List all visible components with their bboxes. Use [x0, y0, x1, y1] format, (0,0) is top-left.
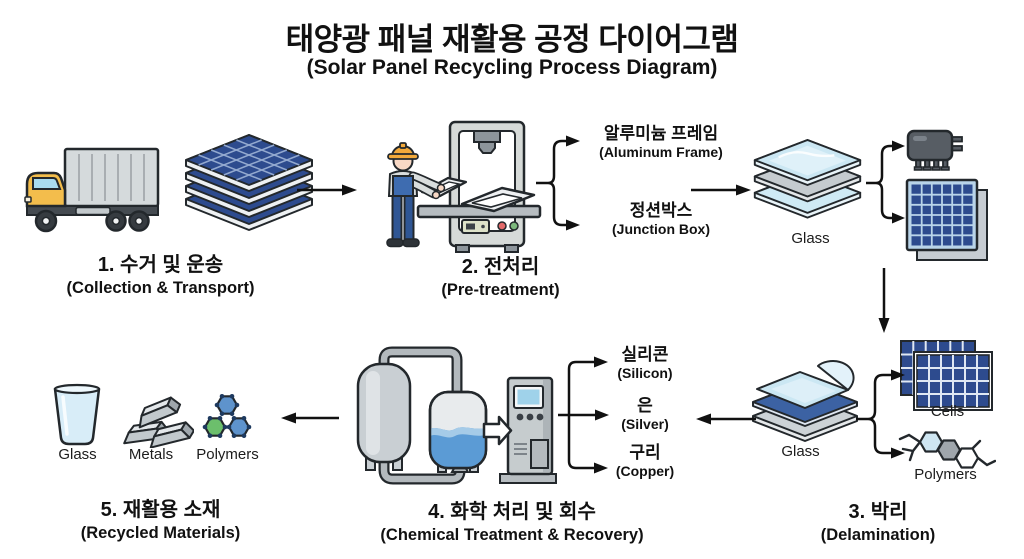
split-bracket-pretreatment — [536, 135, 580, 231]
worker-press-machine-icon — [386, 120, 542, 253]
step3-label-en: (Delamination) — [820, 526, 936, 544]
split-bracket-panel-parts — [866, 140, 905, 224]
polymer-molecule-icon — [202, 394, 252, 438]
step1-label-en: (Collection & Transport) — [66, 279, 255, 297]
output-copper: 구리 (Copper) — [600, 443, 690, 480]
polymer-chain-icon — [898, 431, 996, 469]
silver-ko: 은 — [637, 396, 653, 415]
solar-panel-icon — [905, 178, 988, 261]
worker-icon — [386, 142, 468, 248]
step5-label-en: (Recycled Materials) — [80, 524, 241, 542]
glass-cup-icon — [53, 383, 101, 446]
cells-label: Cells — [930, 403, 965, 420]
output-junction-box: 정션박스 (Junction Box) — [576, 201, 746, 238]
silicon-en: (Silicon) — [617, 365, 673, 382]
step5-label: 5. 재활용 소재 (Recycled Materials) — [28, 498, 293, 544]
aluminum-frame-ko: 알루미늄 프레임 — [603, 124, 719, 143]
recycled-metals-label: Metals — [128, 446, 174, 463]
step2-label: 2. 전처리 (Pre-treatment) — [398, 255, 603, 301]
recycled-glass-label: Glass — [58, 446, 97, 463]
copper-ko: 구리 — [629, 443, 661, 462]
split-bracket-recovery — [558, 356, 609, 474]
silicon-ko: 실리콘 — [621, 345, 669, 364]
split-bracket-delamination — [856, 369, 905, 459]
aluminum-frame-en: (Aluminum Frame) — [599, 144, 723, 161]
chemical-tanks-and-cabinet-icon — [356, 346, 557, 485]
press-machine-icon — [416, 120, 542, 253]
flow-arrow-step2-step3 — [691, 184, 751, 196]
output-silicon: 실리콘 (Silicon) — [600, 345, 690, 382]
flow-arrow-step1-step2 — [297, 184, 357, 196]
delaminated-layer-stack-icon — [752, 360, 858, 442]
step3-label-ko: 3. 박리 — [848, 501, 908, 523]
step4-label-ko: 4. 화학 처리 및 회수 — [428, 501, 596, 523]
step2-label-en: (Pre-treatment) — [441, 281, 560, 299]
step4-label-en: (Chemical Treatment & Recovery) — [380, 526, 644, 544]
step5-label-ko: 5. 재활용 소재 — [100, 499, 221, 521]
step1-label: 1. 수거 및 운송 (Collection & Transport) — [18, 253, 303, 299]
junction-box-ko: 정션박스 — [629, 201, 693, 220]
silver-en: (Silver) — [621, 416, 669, 433]
solar-panel-stack-icon — [185, 134, 313, 231]
output-silver: 은 (Silver) — [600, 396, 690, 433]
step2-label-ko: 2. 전처리 — [461, 256, 540, 278]
polymers-label-delamination: Polymers — [914, 466, 977, 483]
junction-box-icon — [906, 129, 963, 171]
flow-arrow-step3-step4 — [696, 413, 756, 425]
truck-icon — [24, 147, 160, 233]
copper-en: (Copper) — [615, 463, 675, 480]
junction-box-en: (Junction Box) — [612, 221, 710, 238]
recycled-polymers-label: Polymers — [196, 446, 259, 463]
page-title: 태양광 패널 재활용 공정 다이어그램 — [285, 22, 739, 57]
glass-label-delamination: Glass — [781, 443, 820, 460]
metal-ingots-icon — [123, 396, 194, 448]
glass-layer-stack-icon — [753, 139, 862, 219]
solar-cells-icon — [900, 340, 993, 411]
flow-arrow-step4-step5 — [281, 412, 339, 424]
flow-arrow-down-step3 — [878, 268, 890, 333]
step4-label: 4. 화학 처리 및 회수 (Chemical Treatment & Reco… — [322, 500, 702, 546]
step3-label: 3. 박리 (Delamination) — [778, 500, 978, 546]
step1-label-ko: 1. 수거 및 운송 — [97, 254, 224, 276]
page-subtitle: (Solar Panel Recycling Process Diagram) — [306, 56, 718, 79]
output-aluminum-frame: 알루미늄 프레임 (Aluminum Frame) — [576, 124, 746, 161]
glass-label-pretreatment: Glass — [791, 230, 830, 247]
